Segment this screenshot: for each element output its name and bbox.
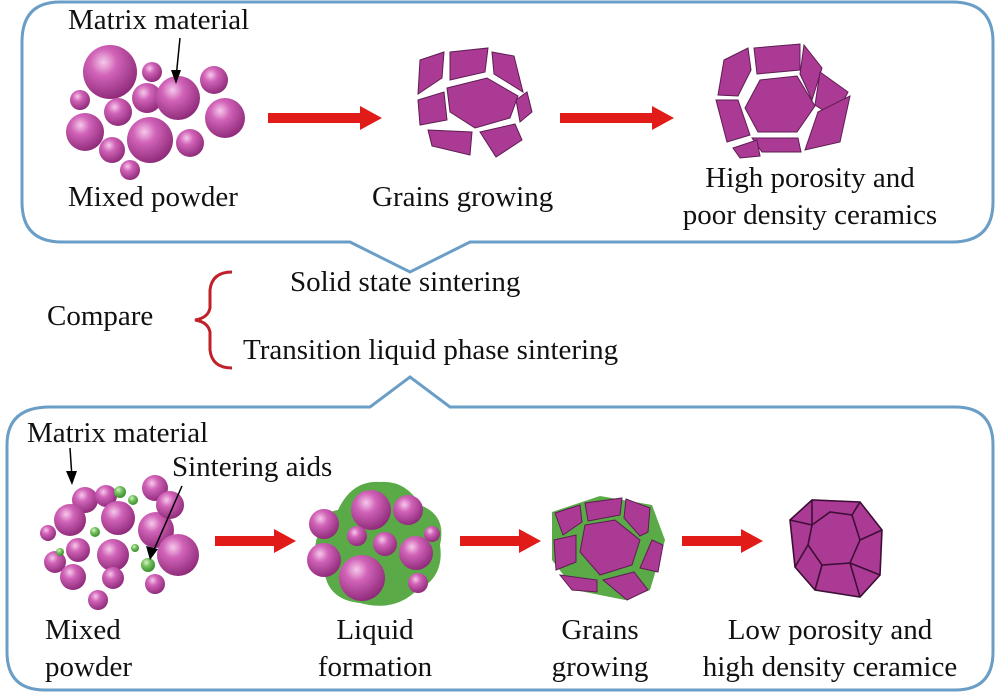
bottom-step-3-line-1: Grains [561, 614, 639, 646]
top-arrow-2 [560, 106, 674, 130]
bottom-arrow-2 [460, 529, 541, 553]
bottom-step-1-line-2: powder [45, 651, 132, 683]
liquid-formation [307, 481, 442, 606]
top-matrix-label: Matrix material [68, 4, 250, 36]
bottom-result-line-2: high density ceramice [702, 651, 958, 683]
bottom-result-line-1: Low porosity and [727, 614, 933, 646]
top-result-line-1: High porosity and [705, 162, 915, 194]
compare-brace [194, 270, 233, 370]
aids-pointer-arrow [146, 485, 183, 560]
top-step-1-label: Mixed powder [68, 181, 238, 213]
liquid-phase-panel [5, 375, 995, 692]
bottom-step-2-line-2: formation [317, 651, 433, 683]
bottom-matrix-label: Matrix material [27, 417, 209, 449]
top-grains-growing [417, 47, 533, 158]
top-step-2-label: Grains growing [372, 181, 554, 213]
sintering-aids-label: Sintering aids [172, 451, 333, 483]
bottom-step-1-line-1: Mixed [45, 614, 121, 646]
dense-ceramic [789, 499, 883, 598]
matrix-pointer-arrow-top [171, 37, 181, 84]
top-mixed-powder [66, 45, 245, 180]
top-result-line-2: poor density ceramics [682, 199, 938, 231]
bottom-arrow-1 [215, 529, 296, 553]
bottom-arrow-3 [682, 529, 763, 553]
bottom-grains-growing [552, 496, 665, 601]
bottom-step-2-line-1: Liquid [336, 614, 414, 646]
compare-option-2: Transition liquid phase sintering [243, 334, 619, 366]
matrix-pointer-arrow-bottom [66, 447, 77, 485]
compare-option-1: Solid state sintering [290, 266, 521, 298]
top-arrow-1 [268, 106, 382, 130]
bottom-step-3-line-2: growing [551, 651, 649, 683]
top-porous-ceramic [715, 43, 851, 159]
compare-label: Compare [47, 300, 154, 332]
